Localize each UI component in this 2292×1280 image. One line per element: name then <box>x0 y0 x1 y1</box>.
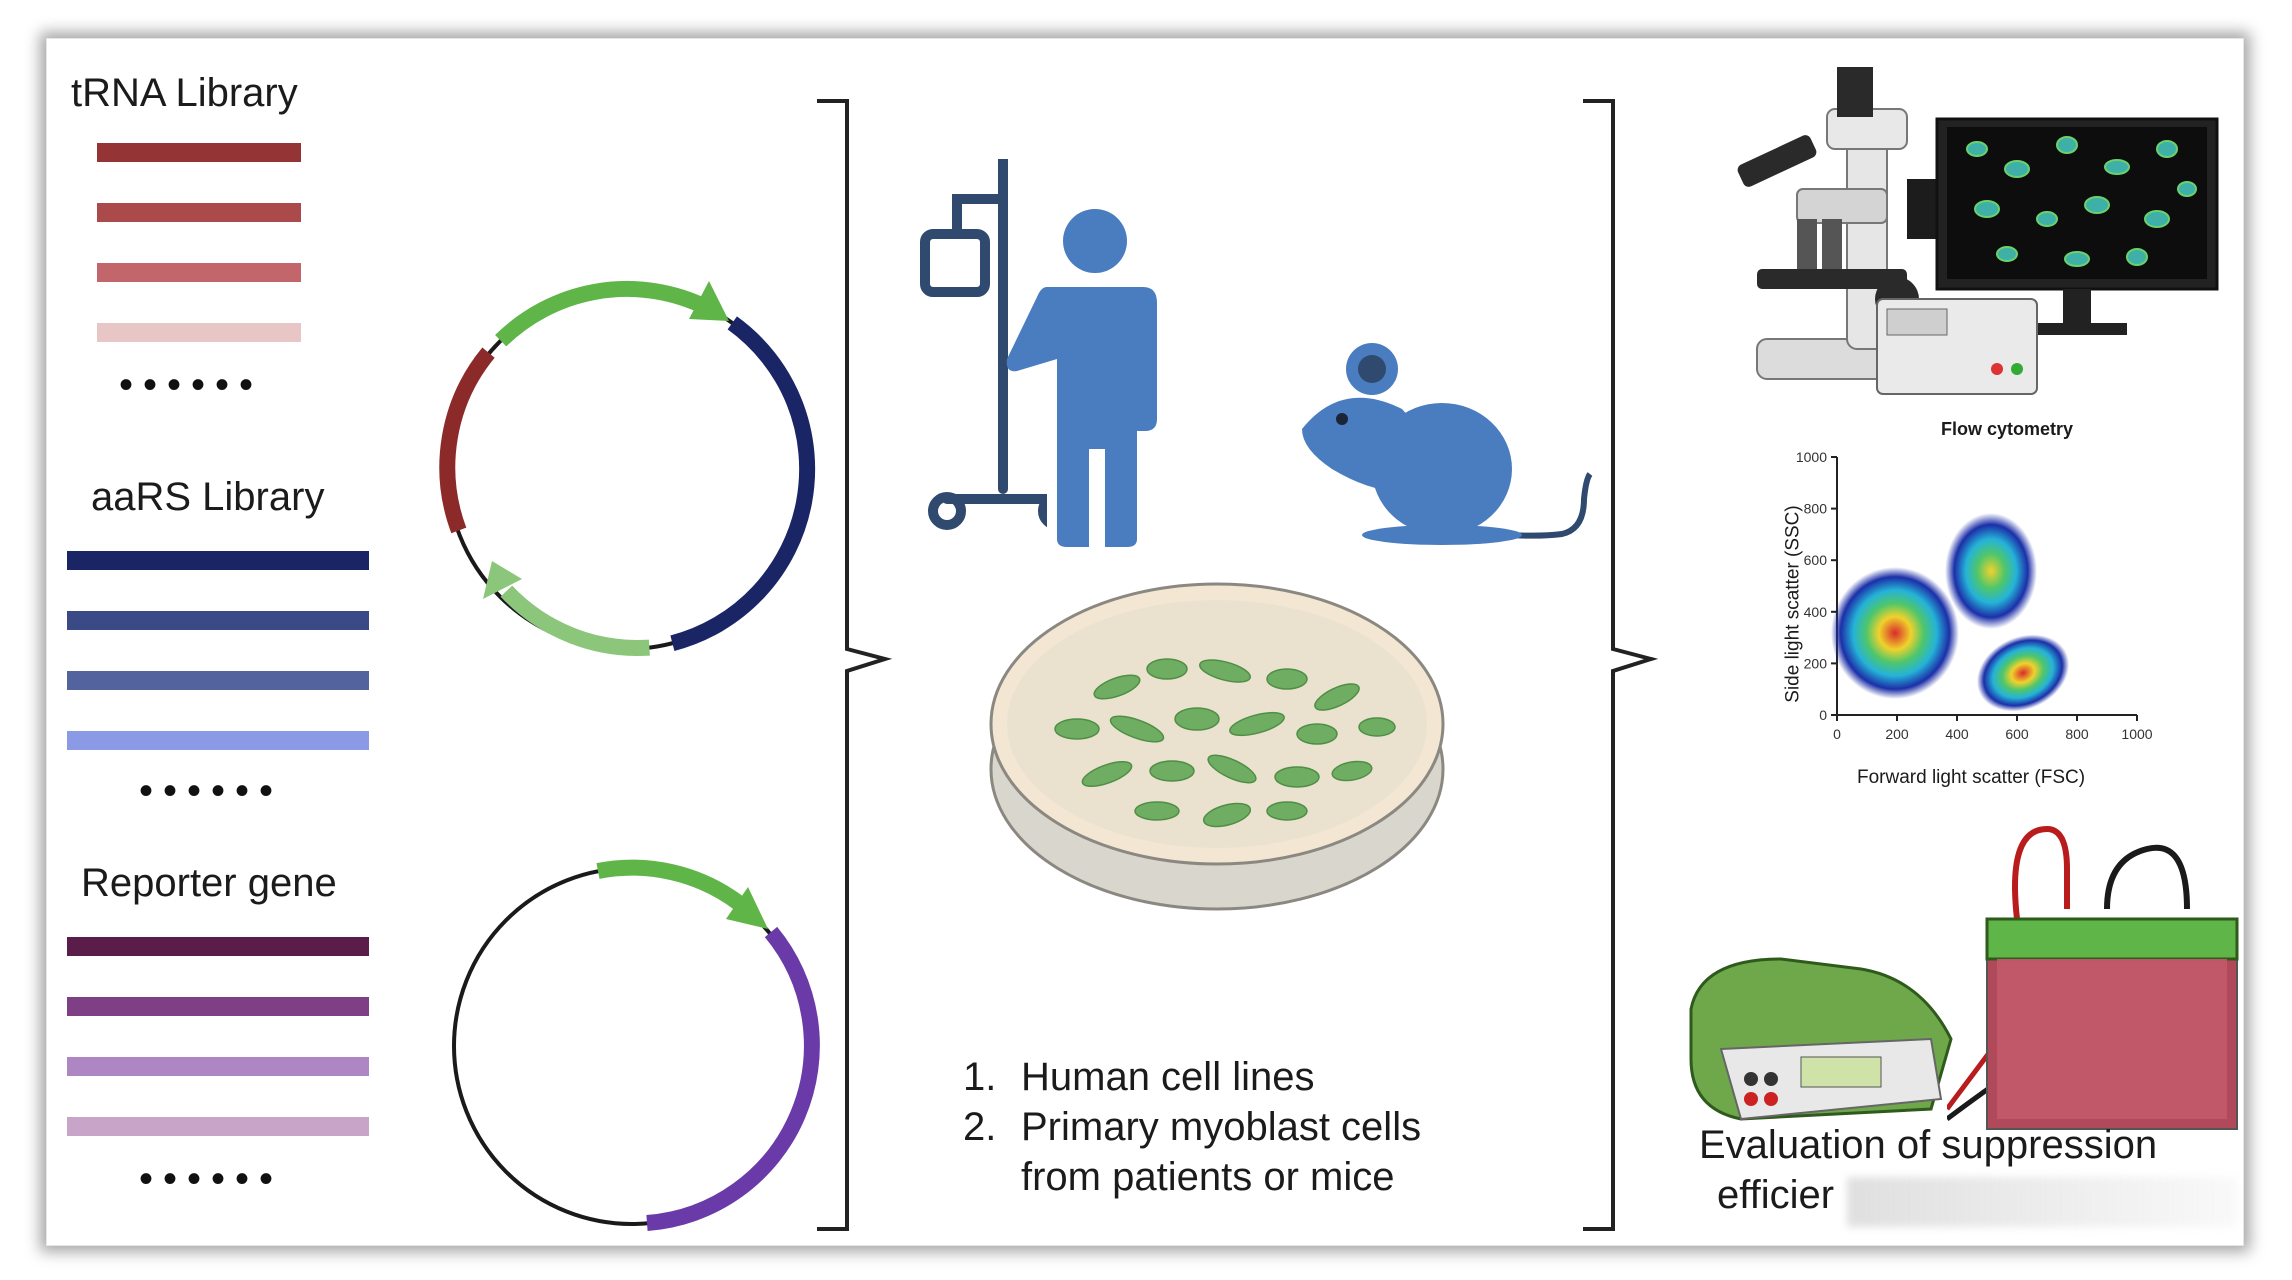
person-icon <box>1006 209 1157 547</box>
petri-dish-icon <box>989 582 1445 911</box>
electrophoresis-power-supply-icon <box>1689 957 1953 1121</box>
bracket-left <box>817 99 893 1231</box>
reporter-bar-2 <box>67 997 369 1016</box>
flow-x-tick-label: 0 <box>1833 726 1841 742</box>
trna-bar-2 <box>97 203 301 222</box>
plasmid-trna-aars-icon <box>439 280 816 656</box>
flow-plot-ylabel: Side light scatter (SSC) <box>1782 505 1804 703</box>
watermark-blur <box>1847 1177 2237 1227</box>
trna-bar-4 <box>97 323 301 342</box>
trna-bar-3 <box>97 263 301 282</box>
flow-plot-title: Flow cytometry <box>1941 419 2074 439</box>
flow-y-tick-label: 200 <box>1804 655 1828 671</box>
evaluation-line2: efficier <box>1717 1173 1835 1217</box>
aars-bar-4 <box>67 731 369 750</box>
flow-x-tick-label: 1000 <box>2121 726 2152 742</box>
flow-x-tick-label: 400 <box>1945 726 1969 742</box>
flow-cytometer-box-icon <box>1876 298 2038 395</box>
cell-list-marker-2: 2. <box>963 1105 997 1149</box>
cell-list-item-2-line2: from patients or mice <box>1021 1155 1395 1199</box>
reporter-bar-1 <box>67 937 369 956</box>
aars-ellipsis: •••••• <box>139 769 284 813</box>
reporter-ellipsis: •••••• <box>139 1157 284 1201</box>
iv-stand-icon <box>920 159 1047 530</box>
figure-frame: tRNA Library •••••• aaRS Library •••••• … <box>46 38 2244 1246</box>
trna-library-title: tRNA Library <box>71 71 298 115</box>
flow-y-tick-label: 800 <box>1804 501 1828 517</box>
monitor-icon <box>1935 117 2219 335</box>
flow-y-tick-label: 600 <box>1804 552 1828 568</box>
evaluation-line1: Evaluation of suppression <box>1699 1123 2158 1167</box>
flow-cytometry-plot: 0 200 400 600 800 1000 0 200 400 600 800 1000 <box>1796 449 2153 742</box>
cell-list-item-1: Human cell lines <box>1021 1055 1315 1099</box>
gel-tank-icon <box>1947 825 2239 1130</box>
flow-x-tick-label: 800 <box>2065 726 2089 742</box>
plasmid-reporter-icon <box>452 859 820 1231</box>
flow-y-tick-label: 400 <box>1804 604 1828 620</box>
flow-y-tick-label: 1000 <box>1796 449 1827 465</box>
flow-plot-xlabel: Forward light scatter (FSC) <box>1857 767 2086 788</box>
reporter-gene-title: Reporter gene <box>81 861 337 905</box>
reporter-bar-4 <box>67 1117 369 1136</box>
trna-bar-1 <box>97 143 301 162</box>
aars-bar-2 <box>67 611 369 630</box>
reporter-bar-3 <box>67 1057 369 1076</box>
flow-y-tick-label: 0 <box>1819 707 1827 723</box>
bracket-right <box>1583 99 1659 1231</box>
aars-bar-3 <box>67 671 369 690</box>
aars-bar-1 <box>67 551 369 570</box>
aars-library-title: aaRS Library <box>91 475 325 519</box>
trna-ellipsis: •••••• <box>119 363 264 407</box>
flow-x-tick-label: 200 <box>1885 726 1909 742</box>
mouse-icon <box>1302 343 1593 545</box>
cell-list-marker-1: 1. <box>963 1055 997 1099</box>
flow-x-tick-label: 600 <box>2005 726 2029 742</box>
cell-list-item-2-line1: Primary myoblast cells <box>1021 1105 1422 1149</box>
